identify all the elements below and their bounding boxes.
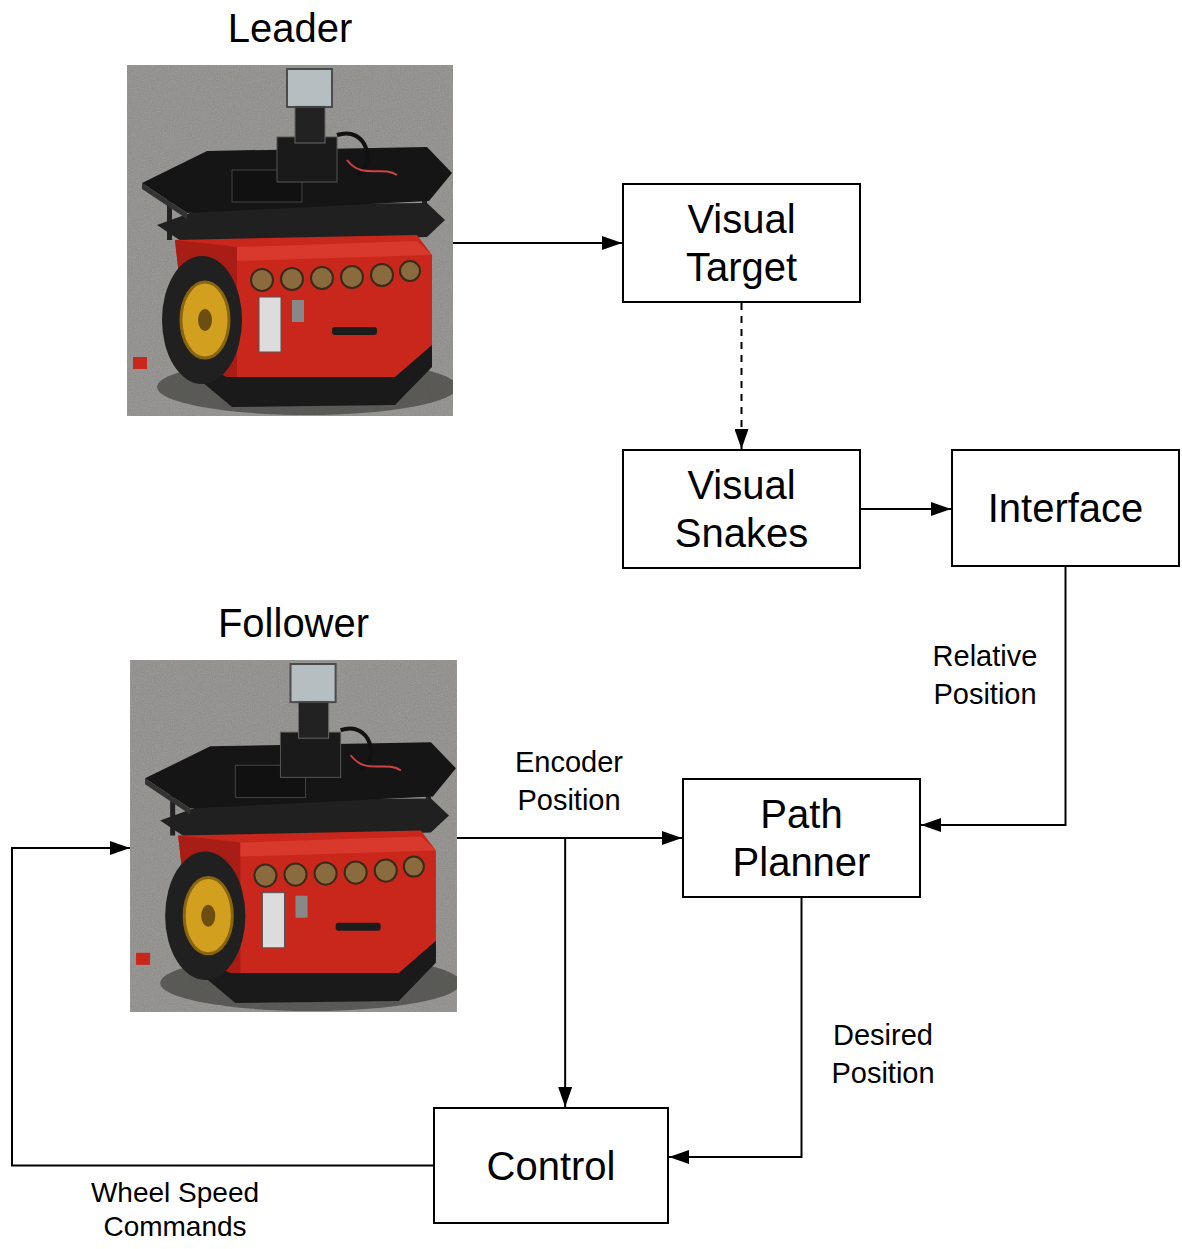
connector-arrow — [741, 303, 743, 449]
edge-label: Relative Position — [910, 638, 1060, 713]
follower-robot: Follower — [130, 660, 457, 1012]
leader-robot-photo — [127, 65, 457, 416]
process-box: Visual Snakes — [622, 449, 861, 569]
connector-arrow — [457, 838, 565, 1107]
edge-label: Desired Position — [808, 1017, 958, 1092]
process-box: Path Planner — [682, 778, 921, 898]
process-box: Control — [433, 1107, 669, 1224]
robot-heading: Follower — [90, 599, 497, 647]
process-box: Visual Target — [622, 183, 861, 303]
edge-label: Encoder Position — [494, 744, 644, 819]
edge-label: Wheel Speed Commands — [75, 1176, 275, 1243]
process-box: Interface — [951, 449, 1180, 567]
leader-robot: Leader — [127, 65, 453, 416]
connector-arrow — [12, 848, 433, 1166]
connector-arrow — [453, 242, 622, 244]
box-label: Visual Target — [632, 195, 851, 291]
box-label: Visual Snakes — [632, 461, 851, 557]
box-label: Control — [487, 1142, 616, 1190]
follower-robot-photo — [130, 660, 461, 1012]
connector-arrow — [861, 508, 951, 510]
box-label: Interface — [988, 484, 1144, 532]
connector-arrow — [669, 898, 802, 1157]
box-label: Path Planner — [692, 790, 911, 886]
robot-heading: Leader — [87, 4, 493, 52]
